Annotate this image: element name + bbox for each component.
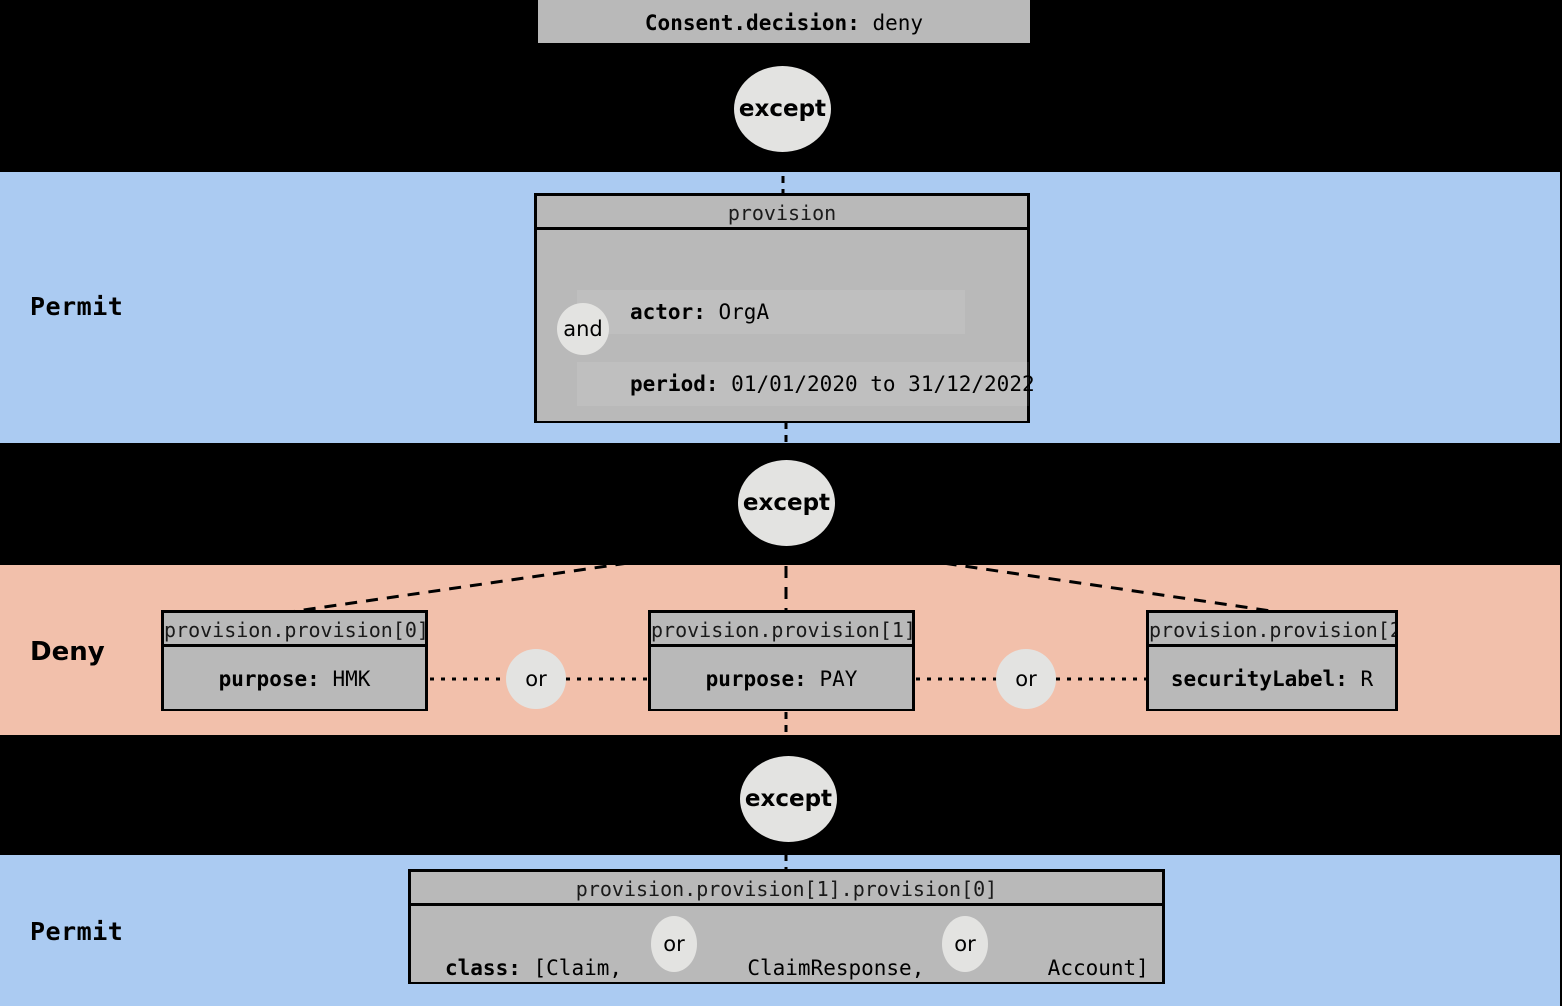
attr-value: PAY [819, 667, 858, 691]
attr-purpose-hmk: purpose: HMK [164, 667, 425, 691]
attr-key: purpose: [705, 667, 807, 691]
band-label-deny: Deny [30, 637, 105, 667]
attr-strip-actor [577, 290, 965, 334]
node-provision-2-title: provision.provision[2] [1149, 613, 1395, 647]
operator-except-1[interactable]: except [734, 66, 831, 152]
attr-value: HMK [332, 667, 371, 691]
attr-consent-decision: Consent.decision: deny [538, 11, 1030, 35]
operator-or-class-1[interactable]: or [651, 916, 697, 972]
node-provision-1-title: provision.provision[1] [651, 613, 912, 647]
attr-strip-period [577, 362, 1029, 406]
operator-except-3[interactable]: except [740, 756, 837, 842]
attr-value: OrgA [718, 300, 770, 324]
node-provision-1[interactable]: provision.provision[1] purpose: PAY [648, 610, 915, 711]
attr-class: class: [Claim, ClaimResponse, Account] [445, 956, 1149, 980]
attr-key: securityLabel: [1170, 667, 1348, 691]
attr-securitylabel: securityLabel: R [1149, 667, 1395, 691]
attr-value-part-3: Account] [1047, 956, 1149, 980]
attr-value: 01/01/2020 to 31/12/2022 [731, 372, 1035, 396]
attr-value: R [1360, 667, 1374, 691]
operator-or-2[interactable]: or [996, 649, 1056, 709]
band-label-permit-top: Permit [30, 292, 124, 321]
attr-key: class: [445, 956, 521, 980]
attr-actor: actor: OrgA [630, 300, 769, 324]
attr-value-part-2: ClaimResponse, [747, 956, 925, 980]
attr-key: period: [630, 372, 719, 396]
node-provision-0[interactable]: provision.provision[0] purpose: HMK [161, 610, 428, 711]
operator-or-1[interactable]: or [506, 649, 566, 709]
attr-purpose-pay: purpose: PAY [651, 667, 912, 691]
band-label-permit-bottom: Permit [30, 917, 124, 946]
attr-period: period: 01/01/2020 to 31/12/2022 [630, 372, 1035, 396]
attr-key: actor: [630, 300, 706, 324]
attr-key: Consent.decision: [644, 11, 860, 35]
attr-value-part-1: [Claim, [533, 956, 623, 980]
operator-and[interactable]: and [557, 303, 609, 355]
node-provision-title: provision [537, 196, 1027, 230]
operator-or-class-2[interactable]: or [942, 916, 988, 972]
node-provision-1-0-title: provision.provision[1].provision[0] [411, 872, 1162, 906]
node-provision[interactable]: provision actor: OrgA period: 01/01/2020… [534, 193, 1035, 423]
operator-except-2[interactable]: except [738, 460, 835, 546]
node-provision-1-0[interactable]: provision.provision[1].provision[0] clas… [408, 869, 1165, 984]
attr-value: deny [872, 11, 924, 35]
attr-key: purpose: [218, 667, 320, 691]
node-provision-0-title: provision.provision[0] [164, 613, 425, 647]
node-provision-2[interactable]: provision.provision[2] securityLabel: R [1146, 610, 1398, 711]
node-consent-decision[interactable]: Consent.decision: deny [538, 0, 1030, 43]
